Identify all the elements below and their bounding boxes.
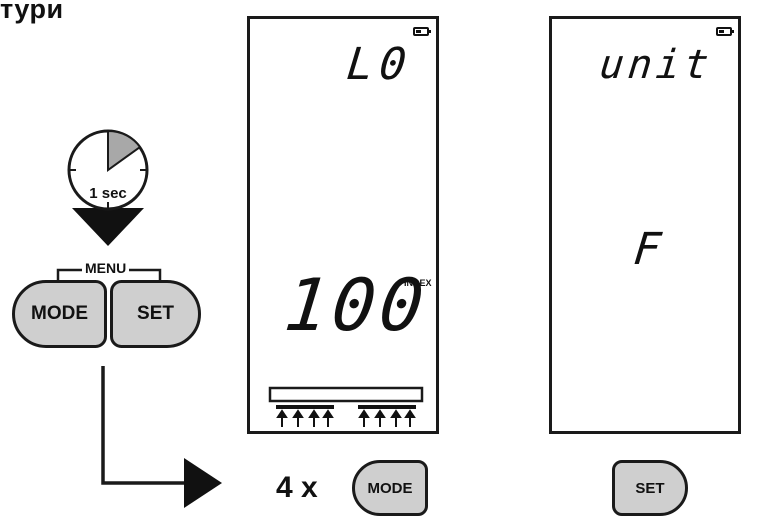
battery-icon xyxy=(716,27,734,36)
timer-label: 1 sec xyxy=(89,185,127,202)
mode-button[interactable]: MODE xyxy=(12,280,107,348)
lcd-display-2 xyxy=(549,16,741,434)
arrow-right-icon xyxy=(101,366,222,508)
display1-main-value: 100 xyxy=(280,263,432,347)
battery-icon xyxy=(413,27,431,36)
step1-mode-button[interactable]: MODE xyxy=(352,460,428,516)
display1-unit: INDEX xyxy=(404,278,432,288)
timer-icon xyxy=(67,129,149,246)
step2-set-button[interactable]: SET xyxy=(612,460,688,516)
menu-label: MENU xyxy=(82,260,130,276)
display2-top-text: unit xyxy=(597,42,715,88)
display2-main-value: F xyxy=(631,224,670,275)
page-heading: тури xyxy=(0,0,64,24)
bar-graph-scale xyxy=(268,386,424,427)
display1-top-text: L0 xyxy=(344,39,415,90)
lcd-display-1 xyxy=(247,16,439,434)
set-button[interactable]: SET xyxy=(110,280,201,348)
step1-count: 4 x xyxy=(276,471,318,504)
